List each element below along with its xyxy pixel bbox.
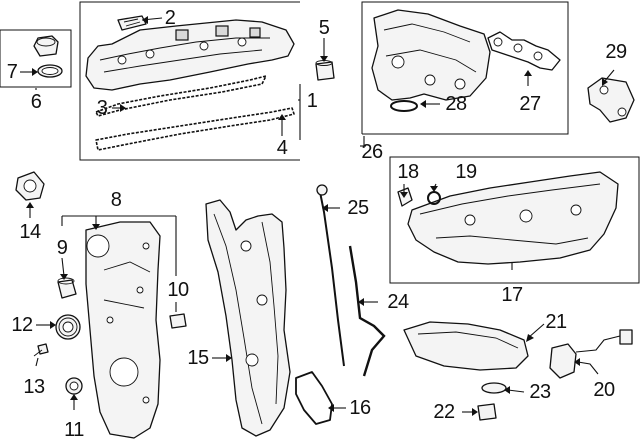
intake-manifold-group-box: [361, 1, 569, 135]
lower-oil-pan: [403, 321, 529, 371]
valve-cover: [85, 19, 295, 91]
valve-cover-gasket: [95, 75, 267, 117]
idler-pulley-part: [57, 277, 77, 299]
callout-25: 25: [347, 197, 369, 219]
drain-plug-washer: [481, 382, 507, 394]
callout-26: 26: [361, 141, 383, 163]
callout-22: 22: [433, 401, 455, 423]
callout-29: 29: [605, 41, 627, 63]
callout-8: 8: [110, 189, 122, 211]
callout-6: 6: [30, 91, 42, 113]
intake-manifold-gasket: [487, 31, 561, 71]
oil-cap-group-box: [0, 29, 72, 88]
cover-part: [15, 171, 45, 201]
callout-5: 5: [318, 17, 330, 39]
callout-2: 2: [164, 7, 176, 29]
callout-12: 12: [11, 314, 33, 336]
callout-3: 3: [96, 97, 108, 119]
bolt-part: [33, 343, 49, 357]
callout-27: 27: [519, 93, 541, 115]
engine-front-cover: [205, 199, 291, 437]
callout-28: 28: [445, 93, 467, 115]
callout-13: 13: [23, 376, 45, 398]
callout-17: 17: [501, 284, 523, 306]
dipstick-tube: [348, 245, 386, 377]
timing-cover: [85, 221, 161, 439]
oil-filler-cap: [33, 35, 59, 57]
callout-16: 16: [349, 397, 371, 419]
dowel-part: [169, 313, 187, 329]
callout-11: 11: [64, 419, 84, 441]
callout-19: 19: [455, 161, 477, 183]
callout-21: 21: [545, 311, 567, 333]
callout-23: 23: [529, 381, 551, 403]
front-seal: [65, 377, 83, 395]
callout-20: 20: [593, 379, 615, 401]
pcv-valve-part: [117, 15, 147, 31]
oil-pan: [407, 171, 619, 265]
lower-drain-plug: [477, 403, 497, 421]
valve-cover-gasket-outer: [95, 107, 295, 151]
callout-24: 24: [387, 291, 409, 313]
callout-18: 18: [397, 161, 419, 183]
callout-10: 10: [167, 279, 189, 301]
leader-lines: [20, 16, 615, 416]
bracket-part: [587, 77, 635, 123]
callout-14: 14: [19, 221, 41, 243]
callout-7: 7: [6, 61, 18, 83]
oil-pan-group-box: [389, 156, 640, 284]
oil-pressure-sensor: [549, 329, 633, 379]
intake-manifold: [371, 9, 491, 101]
crankshaft-pulley: [55, 314, 81, 340]
callout-9: 9: [56, 237, 68, 259]
callout-1: 1: [306, 90, 318, 112]
manifold-seal-ring: [390, 100, 418, 112]
drain-plug-part: [397, 187, 413, 207]
valve-cover-group-box: [79, 1, 300, 161]
dipstick: [316, 184, 345, 367]
callout-15: 15: [187, 347, 209, 369]
callout-4: 4: [276, 137, 288, 159]
oil-pump-gasket: [295, 371, 333, 425]
sleeve-part: [315, 60, 335, 81]
